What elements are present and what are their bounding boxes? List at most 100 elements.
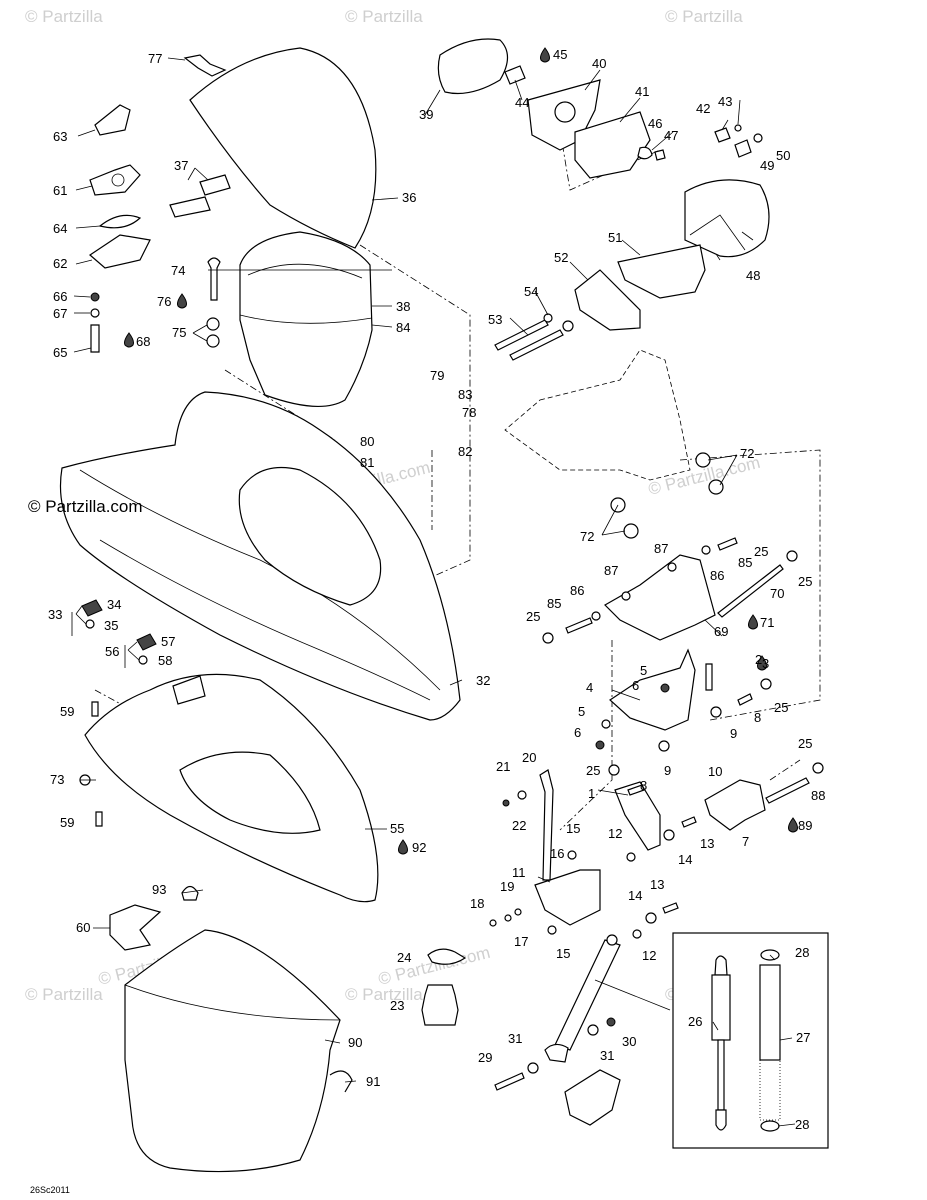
housing-41 — [574, 111, 651, 179]
callout-48: 48 — [746, 268, 760, 283]
screw-59 — [91, 701, 99, 717]
callout-57: 57 — [161, 634, 175, 649]
bracket-63 — [94, 104, 131, 136]
nut-35 — [85, 619, 95, 629]
strap-64 — [98, 214, 142, 229]
callout-12: 12 — [608, 826, 622, 841]
strut-26-rod — [717, 1039, 725, 1111]
clamp-24 — [427, 948, 467, 965]
oil-drop-icon — [177, 293, 187, 309]
oil-drop-icon — [540, 47, 550, 63]
callout-65: 65 — [53, 345, 67, 360]
watermark: © Partzilla.com — [376, 943, 492, 989]
grommet-72 — [708, 479, 724, 495]
washer-25 — [760, 678, 772, 690]
clip-34 — [81, 599, 103, 617]
washer-9 — [658, 740, 670, 752]
callout-50: 50 — [776, 148, 790, 163]
callout-6: 6 — [574, 725, 581, 740]
bolt-85 — [717, 537, 738, 551]
windshield — [189, 47, 377, 249]
callout-62: 62 — [53, 256, 67, 271]
washer-75a — [206, 317, 220, 331]
callout-71: 71 — [760, 615, 774, 630]
cover-edge — [689, 214, 746, 251]
callout-82: 82 — [458, 444, 472, 459]
bolt-2 — [705, 663, 713, 691]
eye-end — [715, 1109, 727, 1131]
bolt-13 — [681, 816, 697, 828]
pad — [199, 174, 231, 196]
callout-12: 12 — [642, 948, 656, 963]
callout-53: 53 — [488, 312, 502, 327]
washer-21 — [517, 790, 527, 800]
callout-72: 72 — [580, 529, 594, 544]
callout-17: 17 — [514, 934, 528, 949]
callout-51: 51 — [608, 230, 622, 245]
callout-32: 32 — [476, 673, 490, 688]
callout-5: 5 — [640, 663, 647, 678]
washer-14 — [663, 829, 675, 841]
spring-end — [606, 934, 618, 946]
tub-inner — [179, 751, 321, 834]
hood-crease — [79, 469, 441, 691]
callout-1: 1 — [588, 786, 595, 801]
callout-85: 85 — [738, 555, 752, 570]
washer-50 — [753, 133, 763, 143]
washer-67 — [90, 308, 100, 318]
callout-8: 8 — [640, 778, 647, 793]
callout-59: 59 — [60, 704, 74, 719]
frame-phantom — [504, 349, 691, 481]
washer-86 — [701, 545, 711, 555]
callout-45: 45 — [553, 47, 567, 62]
washer-31 — [587, 1024, 599, 1036]
callout-73: 73 — [50, 772, 64, 787]
storage-basket — [239, 231, 373, 407]
grommet-72 — [623, 523, 639, 539]
nut-5 — [601, 719, 611, 729]
washer-19 — [514, 908, 522, 916]
bolt-53 — [509, 329, 564, 361]
callout-59: 59 — [60, 815, 74, 830]
callout-93: 93 — [152, 882, 166, 897]
callout-31: 31 — [508, 1031, 522, 1046]
washer-66 — [90, 292, 100, 302]
callout-47: 47 — [664, 128, 678, 143]
callout-89: 89 — [798, 818, 812, 833]
nut-30 — [606, 1017, 616, 1027]
callout-83: 83 — [458, 387, 472, 402]
clip-28 — [760, 1120, 780, 1132]
hole — [111, 173, 125, 187]
bolt-70 — [717, 564, 784, 618]
spring-coil — [759, 1059, 781, 1121]
washer-25 — [608, 764, 620, 776]
callout-8: 8 — [754, 710, 761, 725]
washer-6 — [660, 683, 670, 693]
bolt-88 — [765, 777, 810, 804]
callout-33: 33 — [48, 607, 62, 622]
washer-31 — [527, 1062, 539, 1074]
callout-23: 23 — [390, 998, 404, 1013]
storage-bin-90 — [124, 929, 341, 1173]
watermark: © Partzilla — [345, 7, 423, 26]
basket-band — [239, 314, 373, 324]
callout-30: 30 — [622, 1034, 636, 1049]
callout-61: 61 — [53, 183, 67, 198]
callout-76: 76 — [157, 294, 171, 309]
callout-56: 56 — [105, 644, 119, 659]
callout-77: 77 — [148, 51, 162, 66]
oil-drop-icon — [757, 655, 767, 671]
callout-21: 21 — [496, 759, 510, 774]
washer-17 — [504, 914, 512, 922]
callout-4: 4 — [586, 680, 593, 695]
washer-86 — [591, 611, 601, 621]
callout-25: 25 — [798, 736, 812, 751]
callout-86: 86 — [570, 583, 584, 598]
callout-60: 60 — [76, 920, 90, 935]
callout-31: 31 — [600, 1048, 614, 1063]
hood-crease — [99, 539, 431, 701]
bracket-60 — [109, 904, 162, 951]
oil-drop-icon — [748, 614, 758, 630]
callout-81: 81 — [360, 455, 374, 470]
callout-86: 86 — [710, 568, 724, 583]
